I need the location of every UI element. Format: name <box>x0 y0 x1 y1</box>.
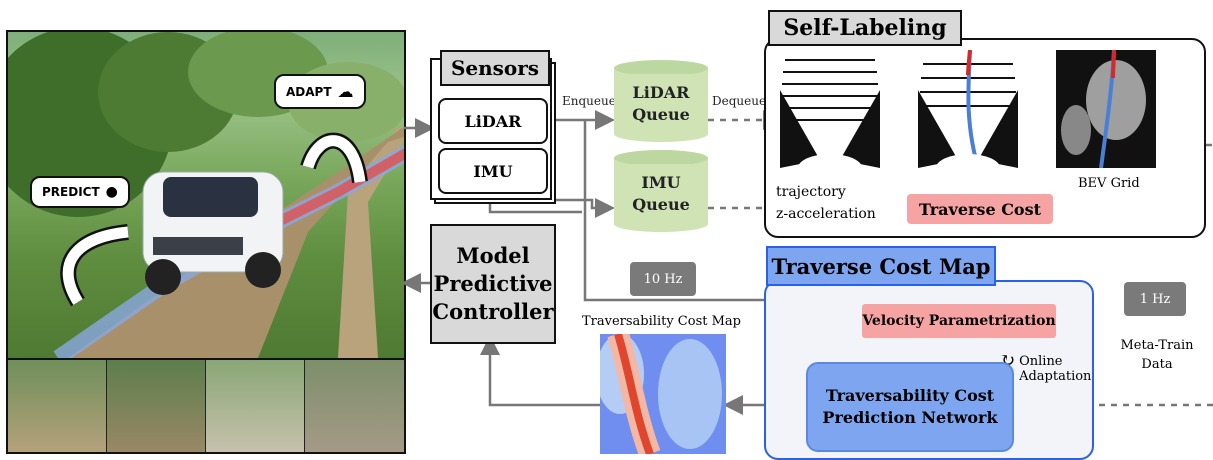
robot-photo-panel: ADAPT ☁ PREDICT ● <box>6 30 406 454</box>
mpc-line-1: Model <box>456 243 530 268</box>
labeled-scan-image <box>918 50 1018 168</box>
velocity-parametrization-box: Velocity Parametrization <box>862 304 1056 338</box>
adapt-label: ADAPT ☁ <box>274 74 366 109</box>
terrain-thumbnail <box>8 360 106 452</box>
self-labeling-title: Self-Labeling <box>768 10 962 46</box>
mpc-line-3: Controller <box>432 299 554 324</box>
network-line-2: Prediction Network <box>822 408 998 427</box>
bev-grid-label: BEV Grid <box>1078 176 1140 191</box>
imu-queue: IMU Queue <box>614 150 708 232</box>
terrain-thumbnail <box>206 360 304 452</box>
mpc-line-2: Predictive <box>433 271 553 296</box>
meta-train-line-2: Data <box>1141 357 1173 372</box>
z-acceleration-label: z-acceleration <box>776 206 876 222</box>
online-adaptation-label: ↻ Online Adaptation <box>1000 352 1092 385</box>
lidar-scan-image <box>780 50 880 168</box>
meta-train-data-label: Meta-Train Data <box>1112 336 1202 374</box>
vehicle-scene-photo: ADAPT ☁ PREDICT ● <box>8 32 404 358</box>
enqueue-label: Enqueue <box>562 94 616 108</box>
terrain-thumbnails <box>8 358 404 452</box>
terrain-thumbnail <box>305 360 404 452</box>
online-line-1: Online <box>1019 354 1063 369</box>
brain-icon: ● <box>105 184 118 200</box>
predict-label: PREDICT ● <box>30 176 130 208</box>
imu-queue-label: IMU Queue <box>632 173 690 214</box>
trajectory-label: trajectory <box>776 184 846 200</box>
mpc-box: Model Predictive Controller <box>430 224 556 344</box>
dequeue-label: Dequeue <box>712 94 767 108</box>
sensors-title: Sensors <box>440 50 550 86</box>
online-line-2: Adaptation <box>1019 369 1092 384</box>
rate-1hz-badge: 1 Hz <box>1124 282 1186 316</box>
lidar-queue: LiDAR Queue <box>614 60 708 142</box>
meta-train-line-1: Meta-Train <box>1120 338 1194 353</box>
lidar-sensor: LiDAR <box>438 98 548 144</box>
thought-cloud-icon: ☁ <box>337 82 354 101</box>
terrain-thumbnail <box>107 360 205 452</box>
bev-grid-image <box>1056 50 1156 168</box>
traverse-cost-map-title: Traverse Cost Map <box>766 246 996 286</box>
rate-10hz-badge: 10 Hz <box>630 262 696 296</box>
cost-map-caption: Traversability Cost Map <box>582 314 741 329</box>
network-line-1: Traversability Cost <box>825 386 995 405</box>
imu-sensor: IMU <box>438 148 548 194</box>
prediction-network-box: Traversability Cost Prediction Network <box>806 362 1014 452</box>
cost-map-image <box>600 334 726 454</box>
lidar-queue-label: LiDAR Queue <box>632 83 690 124</box>
traverse-cost-box: Traverse Cost <box>907 194 1053 224</box>
